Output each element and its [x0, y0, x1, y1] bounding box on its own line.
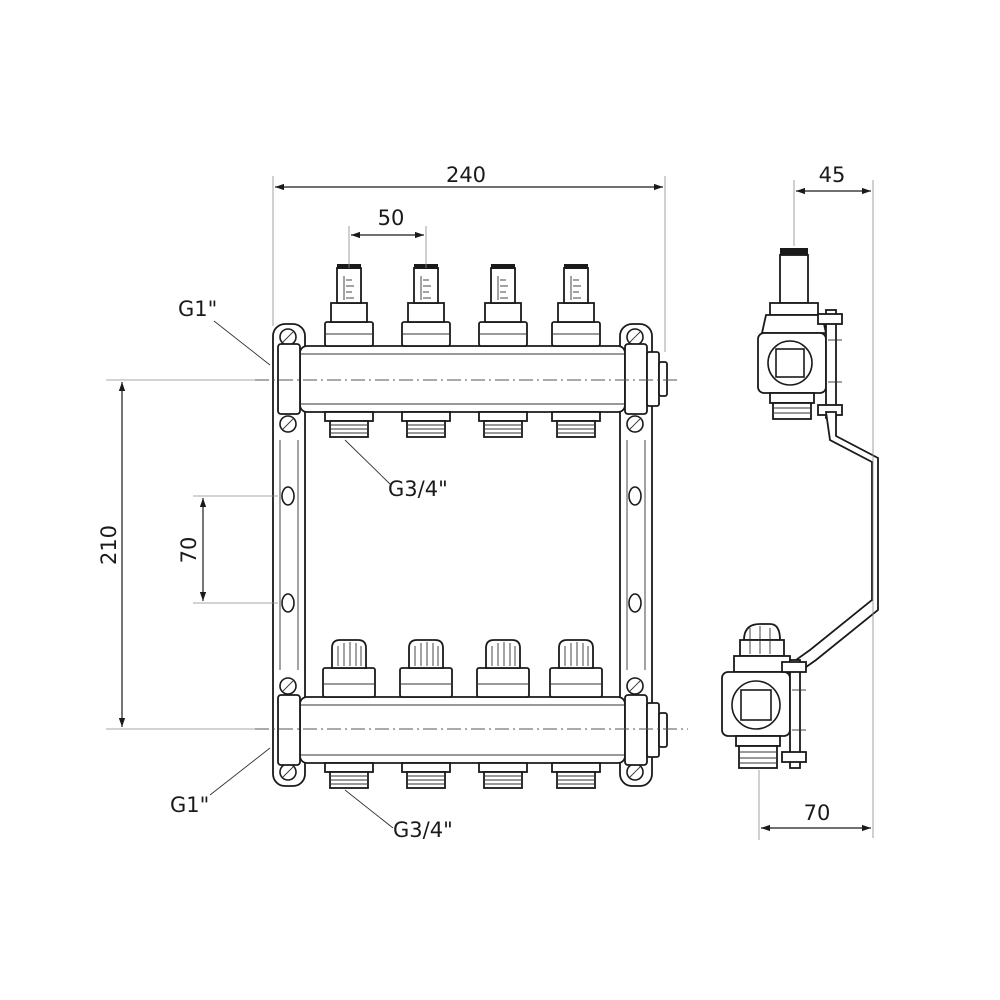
- label-return-inlet: G1": [170, 793, 209, 817]
- return-outlet-1: [324, 762, 374, 789]
- dim-label-50: 50: [378, 206, 405, 230]
- side-upper-unit: [757, 248, 843, 420]
- return-outlet-4: [551, 762, 601, 789]
- valve-cap-4: [549, 639, 603, 698]
- label-supply-inlet: G1": [178, 297, 217, 321]
- supply-outlet-4: [551, 411, 601, 438]
- return-outlet-2: [401, 762, 451, 789]
- flow-meter-3: [478, 264, 528, 347]
- supply-outlet-3: [478, 411, 528, 438]
- left-bracket: [272, 323, 306, 787]
- valve-cap-3: [476, 639, 530, 698]
- flow-meter-2: [401, 264, 451, 347]
- dim-label-holes-70: 70: [177, 537, 201, 564]
- flow-meter-1: [324, 264, 374, 347]
- return-outlet-3: [478, 762, 528, 789]
- supply-outlet-2: [401, 411, 451, 438]
- valve-cap-1: [322, 639, 376, 698]
- label-return-outlets: G3/4": [393, 818, 453, 842]
- dim-label-240: 240: [446, 163, 486, 187]
- label-supply-outlets: G3/4": [388, 477, 448, 501]
- front-view: [255, 264, 688, 789]
- dim-label-side-70: 70: [804, 801, 831, 825]
- side-lower-unit: [721, 623, 807, 769]
- return-bar: [277, 694, 668, 766]
- right-bracket: [619, 323, 653, 787]
- dimension-lines: [106, 176, 874, 840]
- dim-label-210: 210: [97, 525, 121, 565]
- side-view: [721, 248, 879, 769]
- flow-meter-4: [551, 264, 601, 347]
- dim-label-45: 45: [819, 163, 846, 187]
- supply-outlet-1: [324, 411, 374, 438]
- supply-bar: [277, 343, 668, 415]
- side-bracket: [789, 411, 879, 673]
- valve-cap-2: [399, 639, 453, 698]
